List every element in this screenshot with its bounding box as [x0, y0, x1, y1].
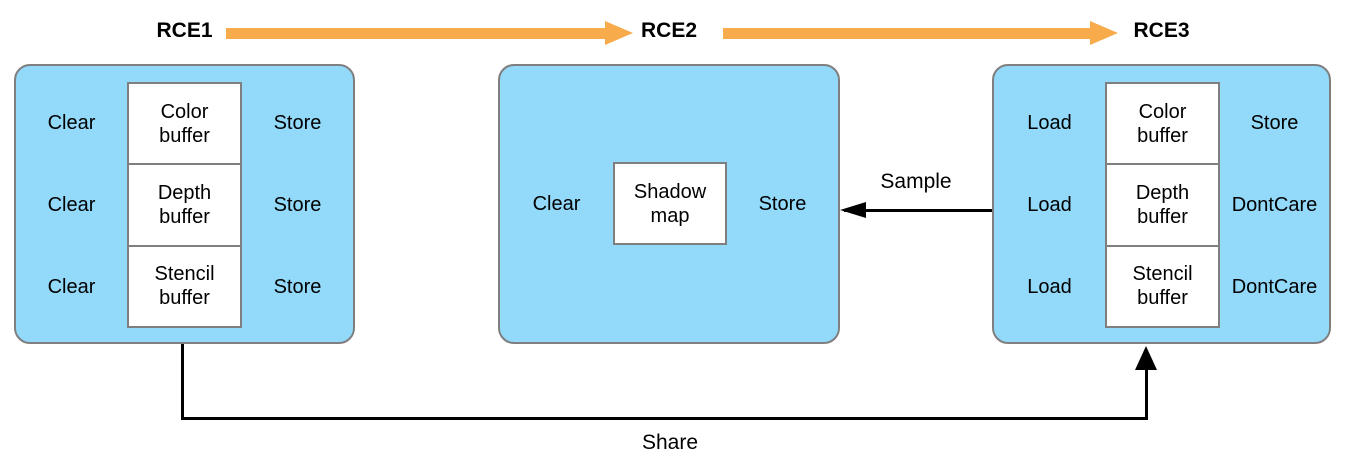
rce1-color-buffer: Color buffer — [129, 84, 240, 166]
rce1-attachment-stack: Color buffer Depth buffer Stencil buffer — [127, 82, 242, 328]
encoder-box-rce2: Clear Shadow map Store — [498, 64, 840, 344]
rce3-attachment-stack: Color buffer Depth buffer Stencil buffer — [1105, 82, 1220, 328]
rce1-depth-store-action: Store — [273, 194, 322, 216]
rce1-color-store-action: Store — [273, 112, 322, 134]
rce3-stencil-store-action: DontCare — [1231, 276, 1318, 298]
rce3-stencil-buffer: Stencil buffer — [1107, 246, 1218, 326]
sample-arrow-line — [844, 209, 992, 212]
sample-arrow-head-icon — [840, 202, 866, 218]
arrow-head-icon — [605, 21, 633, 45]
encoder-title-rce2: RCE2 — [640, 19, 698, 42]
encoder-title-rce1: RCE1 — [156, 19, 213, 42]
rce2-shadow-map-buffer: Shadow map — [613, 162, 727, 245]
arrow-shaft — [226, 28, 606, 39]
arrow-shaft — [723, 28, 1091, 39]
rce1-stencil-load-action: Clear — [47, 276, 96, 298]
rce1-depth-load-action: Clear — [47, 194, 96, 216]
encoder-box-rce3: Load Load Load Color buffer Depth buffer… — [992, 64, 1331, 344]
rce3-depth-store-action: DontCare — [1231, 194, 1318, 216]
rce3-depth-load-action: Load — [1027, 194, 1072, 216]
rce2-shadow-load-action: Clear — [532, 192, 581, 215]
timeline-arrow-rce2-to-rce3-icon — [723, 21, 1118, 46]
arrow-head-icon — [1090, 21, 1118, 45]
rce3-color-store-action: Store — [1250, 112, 1299, 134]
encoder-title-rce3: RCE3 — [1133, 19, 1190, 42]
share-path-right-segment — [1145, 366, 1148, 420]
rce1-stencil-store-action: Store — [273, 276, 322, 298]
rce3-stencil-load-action: Load — [1027, 276, 1072, 298]
rce2-shadow-store-action: Store — [758, 192, 807, 215]
rce3-color-buffer: Color buffer — [1107, 84, 1218, 166]
timeline-arrow-rce1-to-rce2-icon — [226, 21, 633, 46]
rce3-depth-buffer: Depth buffer — [1107, 165, 1218, 247]
encoder-box-rce1: Clear Clear Clear Color buffer Depth buf… — [14, 64, 355, 344]
share-path-label: Share — [641, 431, 699, 454]
share-arrow-head-icon — [1135, 346, 1157, 370]
share-path-left-segment — [181, 344, 184, 420]
rce1-depth-buffer: Depth buffer — [129, 165, 240, 247]
sample-arrow-label: Sample — [880, 170, 952, 193]
rce1-stencil-buffer: Stencil buffer — [129, 246, 240, 326]
rce3-color-load-action: Load — [1027, 112, 1072, 134]
share-path-bottom-segment — [181, 417, 1148, 420]
rce1-color-load-action: Clear — [47, 112, 96, 134]
